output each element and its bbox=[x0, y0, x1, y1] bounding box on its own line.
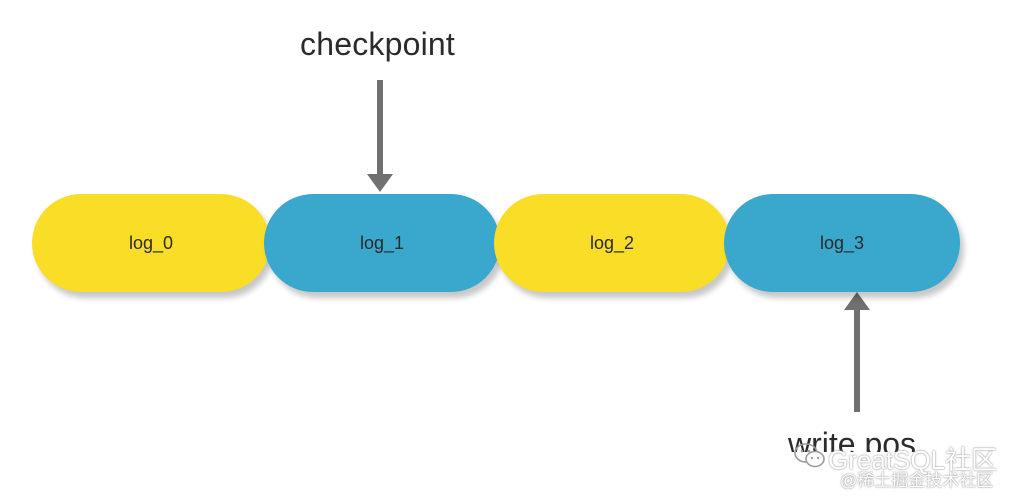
wechat-icon bbox=[794, 443, 825, 468]
log-block-label: log_2 bbox=[589, 232, 635, 253]
log-block-label: log_1 bbox=[359, 232, 405, 253]
log-block-0: log_0 bbox=[32, 194, 270, 292]
log-block-2: log_2 bbox=[494, 194, 730, 292]
write-pos-arrow bbox=[844, 292, 870, 412]
watermark: GreatSQL社区 @稀土掘金技术社区 bbox=[792, 436, 1020, 496]
log-block-1: log_1 bbox=[264, 194, 500, 292]
log-block-3: log_3 bbox=[724, 194, 960, 292]
watermark-subtitle: @稀土掘金技术社区 bbox=[840, 471, 994, 490]
write-pos-label: write pos bbox=[788, 426, 917, 452]
watermark-title: GreatSQL社区 bbox=[828, 445, 998, 475]
log-block-label: log_0 bbox=[128, 232, 174, 253]
log-block-label: log_3 bbox=[819, 232, 865, 253]
checkpoint-label: checkpoint bbox=[300, 26, 455, 62]
checkpoint-arrow bbox=[367, 80, 393, 192]
